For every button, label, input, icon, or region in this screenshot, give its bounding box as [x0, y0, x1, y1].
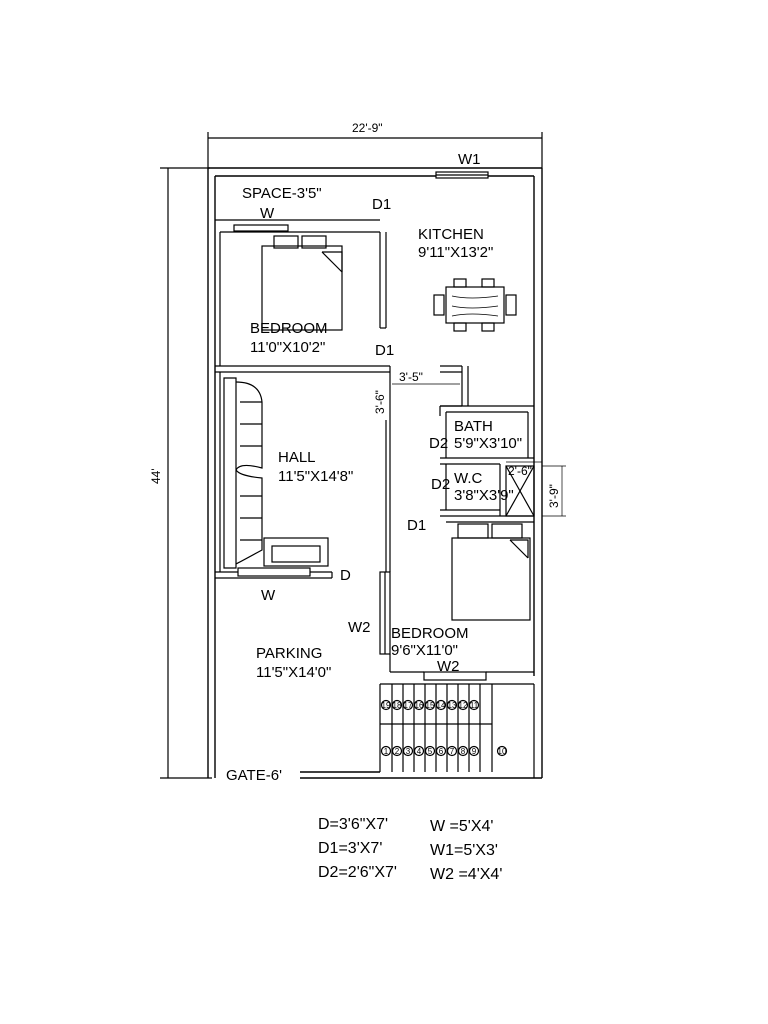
room-label-bedroom1: BEDROOM [250, 320, 328, 337]
stair-upper-step-number: 16 [415, 701, 424, 710]
legend-window-w1: W1=5'X3' [430, 842, 498, 859]
bed-bedroom1 [261, 235, 343, 331]
stair-lower-step-circle [468, 745, 480, 757]
hall-walls [215, 372, 391, 579]
room-size-bedroom2: 9'6"X11'0" [391, 642, 458, 659]
stair-upper-step-number: 11 [470, 701, 479, 710]
duct-height-label: 3'-9" [547, 484, 561, 508]
door-label-d-hall: D [340, 567, 351, 584]
door-label-d1-bedroom1: D1 [375, 342, 394, 359]
room-label-wc: W.C [454, 470, 482, 487]
stair-lower-step-circle [435, 745, 447, 757]
room-size-hall: 11'5"X14'8" [278, 468, 353, 485]
stair-lower-step-number: 1 [384, 747, 389, 756]
door-label-d1-kitchen: D1 [372, 196, 391, 213]
stair-upper-step-circle [457, 699, 469, 711]
window-legend: W =5'X4' W1=5'X3' W2 =4'X4' [430, 815, 502, 887]
window-w2-bottom [423, 671, 487, 681]
passage-height-label: 3'-6" [373, 390, 387, 414]
room-label-space: SPACE-3'5" [242, 185, 322, 202]
window-w-hall [237, 567, 311, 577]
stair-lower-step-circle [457, 745, 469, 757]
legend-door-d1: D1=3'X7' [318, 840, 383, 857]
stair-upper-step-number: 12 [459, 701, 468, 710]
outer-walls [207, 167, 543, 779]
room-label-bath: BATH [454, 418, 493, 435]
passage-walls: 3'-5" 3'-6" [373, 365, 469, 420]
window-label-w2-side: W2 [348, 619, 371, 636]
stair-lower-step-number: 9 [472, 747, 477, 756]
room-label-parking: PARKING [256, 645, 322, 662]
legend-door-d: D=3'6"X7' [318, 816, 389, 833]
stair-lower-step-circle [496, 745, 508, 757]
stair-lower-step-circle [424, 745, 436, 757]
width-dimension: 22'-9" [207, 121, 543, 168]
stair-lower-step-number: 4 [417, 747, 422, 756]
depth-dimension: 44' [149, 167, 212, 779]
stair-lower-step-number: 7 [450, 747, 455, 756]
stair-upper-step-circle [446, 699, 458, 711]
room-size-bedroom1: 11'0"X10'2" [250, 339, 325, 356]
passage-width-label: 3'-5" [399, 370, 423, 384]
armchair-icon [263, 537, 329, 567]
window-label-w1: W1 [458, 151, 481, 168]
bath-wc-walls [440, 405, 534, 517]
room-label-bedroom2: BEDROOM [391, 625, 469, 642]
stair-upper-step-circle [413, 699, 425, 711]
window-label-w2-bottom: W2 [437, 658, 460, 675]
window-w1 [435, 171, 489, 179]
stair-upper-step-number: 18 [393, 701, 402, 710]
stair-upper-step-circle [402, 699, 414, 711]
stair-upper-step-number: 13 [448, 701, 457, 710]
room-label-kitchen: KITCHEN [418, 226, 484, 243]
stair-lower-step-circle [391, 745, 403, 757]
bedroom1-walls [215, 224, 390, 373]
room-label-hall: HALL [278, 449, 316, 466]
stair-lower-step-circle [380, 745, 392, 757]
stair-upper-step-circle [468, 699, 480, 711]
stair-lower-step-number: 5 [428, 747, 433, 756]
door-label-d2-bath: D2 [429, 435, 448, 452]
door-legend: D=3'6"X7' D1=3'X7' D2=2'6"X7' [318, 813, 397, 885]
window-label-hall: W [261, 587, 276, 604]
stair-upper-step-circle [424, 699, 436, 711]
dining-table-icon [433, 278, 517, 332]
duct: 2'-6" 3'-9" [505, 461, 566, 517]
stair-lower-step-circle [402, 745, 414, 757]
legend-door-d2: D2=2'6"X7' [318, 864, 397, 881]
stair-lower-step-number: 3 [406, 747, 411, 756]
legend-window-w: W =5'X4' [430, 818, 494, 835]
sofa-icon [223, 377, 263, 569]
stair-upper-step-number: 15 [426, 701, 435, 710]
stair-upper-step-circle [380, 699, 392, 711]
stair-upper-step-number: 19 [382, 701, 391, 710]
stair-lower-step-number: 6 [439, 747, 444, 756]
door-label-d1-bedroom2: D1 [407, 517, 426, 534]
stair-lower-step-number: 10 [498, 747, 507, 756]
duct-width-label: 2'-6" [508, 464, 532, 478]
stair-lower-step-circle [446, 745, 458, 757]
bedroom2-walls [379, 521, 534, 681]
legend-window-w2: W2 =4'X4' [430, 866, 503, 883]
stair-upper-step-circle [435, 699, 447, 711]
room-size-kitchen: 9'11"X13'2" [418, 244, 493, 261]
stair-lower-step-circle [413, 745, 425, 757]
door-label-d2-wc: D2 [431, 476, 450, 493]
stair-lower-step-number: 8 [461, 747, 466, 756]
width-label: 22'-9" [352, 121, 383, 135]
room-size-parking: 11'5"X14'0" [256, 664, 331, 681]
window-w-bedroom1 [233, 224, 289, 232]
room-size-wc: 3'8"X3'9" [454, 487, 514, 504]
stair-lower-step-number: 2 [395, 747, 400, 756]
stair-upper-step-number: 14 [437, 701, 446, 710]
gate-label: GATE-6' [226, 767, 282, 784]
depth-label: 44' [149, 468, 163, 484]
bed-bedroom2 [451, 523, 531, 621]
room-size-bath: 5'9"X3'10" [454, 435, 522, 452]
stair-upper-step-number: 17 [404, 701, 413, 710]
stair-upper-step-circle [391, 699, 403, 711]
window-label-bedroom1: W [260, 205, 275, 222]
